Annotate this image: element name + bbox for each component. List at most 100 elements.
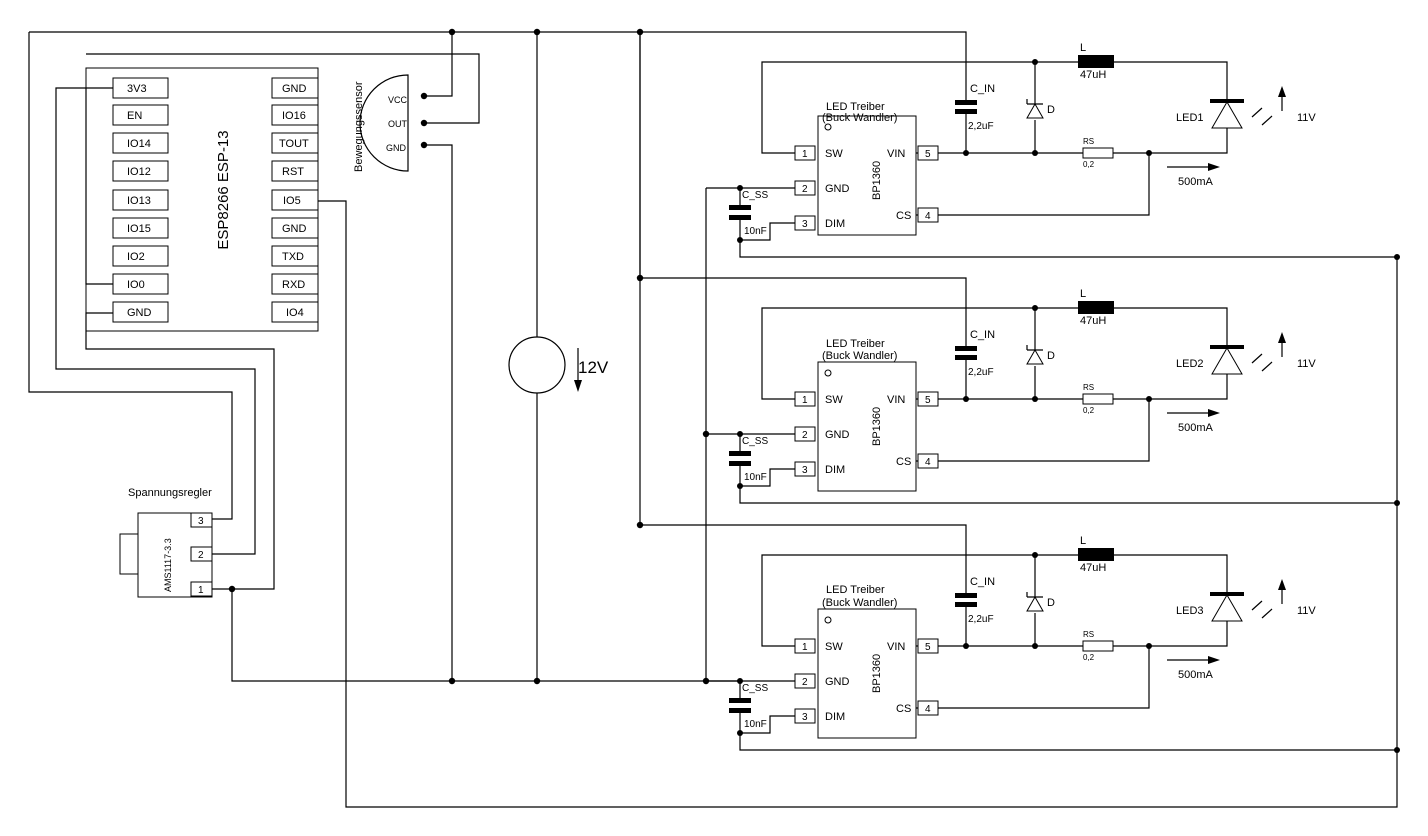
junction-dot xyxy=(963,643,969,649)
led-voltage-arrow-head-icon xyxy=(1278,579,1286,590)
css-capacitor-icon xyxy=(729,698,751,703)
driver-pin-num: 3 xyxy=(802,465,808,476)
esp-pin-txd: TXD xyxy=(282,251,304,263)
driver-pin-vin: VIN xyxy=(887,394,905,406)
driver-pin-gnd: GND xyxy=(825,676,850,688)
wire-sw-loop xyxy=(761,554,1228,647)
esp-pin-box xyxy=(271,217,319,239)
esp-pin-io0: IO0 xyxy=(127,279,145,291)
esp-pin-gnd-r2: GND xyxy=(282,223,307,235)
driver-title-line1: LED Treiber xyxy=(826,584,885,596)
driver-pin-num: 5 xyxy=(925,395,931,406)
led-voltage: 11V xyxy=(1297,112,1316,124)
diode-bar-icon xyxy=(1026,345,1043,351)
junction-dot xyxy=(1394,500,1400,506)
diode-bar-icon xyxy=(1026,99,1043,105)
esp-pin-3v3: 3V3 xyxy=(127,83,147,95)
driver-pin-box xyxy=(917,391,939,407)
esp-pin-box xyxy=(112,245,169,267)
esp-pin-io4: IO4 xyxy=(286,307,304,319)
wire-rs-led xyxy=(1113,374,1228,400)
driver-pin-sw: SW xyxy=(825,148,843,160)
junction-dot xyxy=(737,185,743,191)
driver-pin-sw: SW xyxy=(825,641,843,653)
driver-pin-box xyxy=(917,700,939,716)
junction-dot xyxy=(1032,305,1038,311)
esp-pin-box xyxy=(112,104,169,126)
current-label: 500mA xyxy=(1178,422,1214,434)
junction-dot xyxy=(420,119,428,127)
wire-dim xyxy=(740,222,795,241)
esp-pin-io5: IO5 xyxy=(283,195,301,207)
inductor-value: 47uH xyxy=(1080,315,1106,327)
wire-gnd-rail xyxy=(231,589,740,682)
esp-pin-box xyxy=(271,77,319,99)
rs-name: RS xyxy=(1083,630,1094,639)
motion-sensor-body xyxy=(359,74,409,172)
css-name: C_SS xyxy=(742,190,768,201)
junction-dot xyxy=(448,677,456,685)
junction-dot xyxy=(963,396,969,402)
motion-sensor-title: Bewegungssensor xyxy=(353,81,365,172)
esp-pin-box xyxy=(112,301,169,323)
driver-pin-num: 4 xyxy=(925,211,931,222)
driver-pin-num: 2 xyxy=(802,677,808,688)
esp-pin-box xyxy=(271,189,319,211)
wire-rs-led xyxy=(1113,128,1228,154)
led-bar-icon xyxy=(1210,345,1244,349)
diode-icon xyxy=(1026,595,1044,612)
css-value: 10nF xyxy=(744,719,767,730)
esp-pin-en: EN xyxy=(127,110,142,122)
esp-pin-io12: IO12 xyxy=(127,166,151,178)
led-voltage-arrow-head-icon xyxy=(1278,332,1286,343)
inductor-icon xyxy=(1078,548,1114,561)
junction-dot xyxy=(533,677,541,685)
wire-sw-loop xyxy=(761,61,1228,154)
inductor-name: L xyxy=(1080,288,1086,300)
led-emission-icon xyxy=(1251,600,1273,619)
junction-dot xyxy=(533,28,541,36)
esp-pin-box xyxy=(112,160,169,182)
junction-dot xyxy=(1032,552,1038,558)
supply-voltage-label: 12V xyxy=(578,358,609,377)
current-arrow-head-icon xyxy=(1208,656,1220,664)
pin1-marker-icon xyxy=(824,123,832,131)
css-capacitor-icon xyxy=(729,205,751,210)
sense-resistor xyxy=(1082,640,1114,652)
driver-chip-label: BP1360 xyxy=(871,654,883,693)
wire-io5-dim xyxy=(318,200,1398,808)
rs-value: 0,2 xyxy=(1083,653,1095,662)
driver-pin-vin: VIN xyxy=(887,641,905,653)
led-label: LED3 xyxy=(1176,605,1204,617)
supply-source: 12V xyxy=(508,336,609,394)
wire-top-rail xyxy=(29,31,967,92)
led-driver-1: LED Treiber (Buck Wandler) BP1360 1 2 3 … xyxy=(639,32,1400,278)
led-voltage-arrow-head-icon xyxy=(1278,86,1286,97)
driver-pin-box xyxy=(794,638,816,654)
regulator-tab xyxy=(119,533,139,575)
wire-rs-led xyxy=(1113,621,1228,647)
css-capacitor-icon xyxy=(729,461,751,466)
inductor-icon xyxy=(1078,301,1114,314)
junction-dot xyxy=(963,150,969,156)
junction-dot xyxy=(1146,150,1152,156)
pin1-marker-icon xyxy=(824,369,832,377)
led-icon xyxy=(1211,593,1243,622)
junction-dot xyxy=(1032,396,1038,402)
driver-pin-box xyxy=(794,180,816,196)
inductor-value: 47uH xyxy=(1080,562,1106,574)
driver-chip-body xyxy=(817,115,917,236)
cin-capacitor-icon xyxy=(955,109,977,114)
css-name: C_SS xyxy=(742,683,768,694)
current-label: 500mA xyxy=(1178,669,1214,681)
cin-name: C_IN xyxy=(970,576,995,588)
cin-value: 2,2uF xyxy=(968,614,994,625)
led-icon xyxy=(1211,346,1243,375)
inductor-name: L xyxy=(1080,42,1086,54)
driver-chip-label: BP1360 xyxy=(871,407,883,446)
driver-pin-box xyxy=(917,207,939,223)
junction-dot xyxy=(1146,643,1152,649)
current-arrow-head-icon xyxy=(1208,163,1220,171)
cin-value: 2,2uF xyxy=(968,121,994,132)
